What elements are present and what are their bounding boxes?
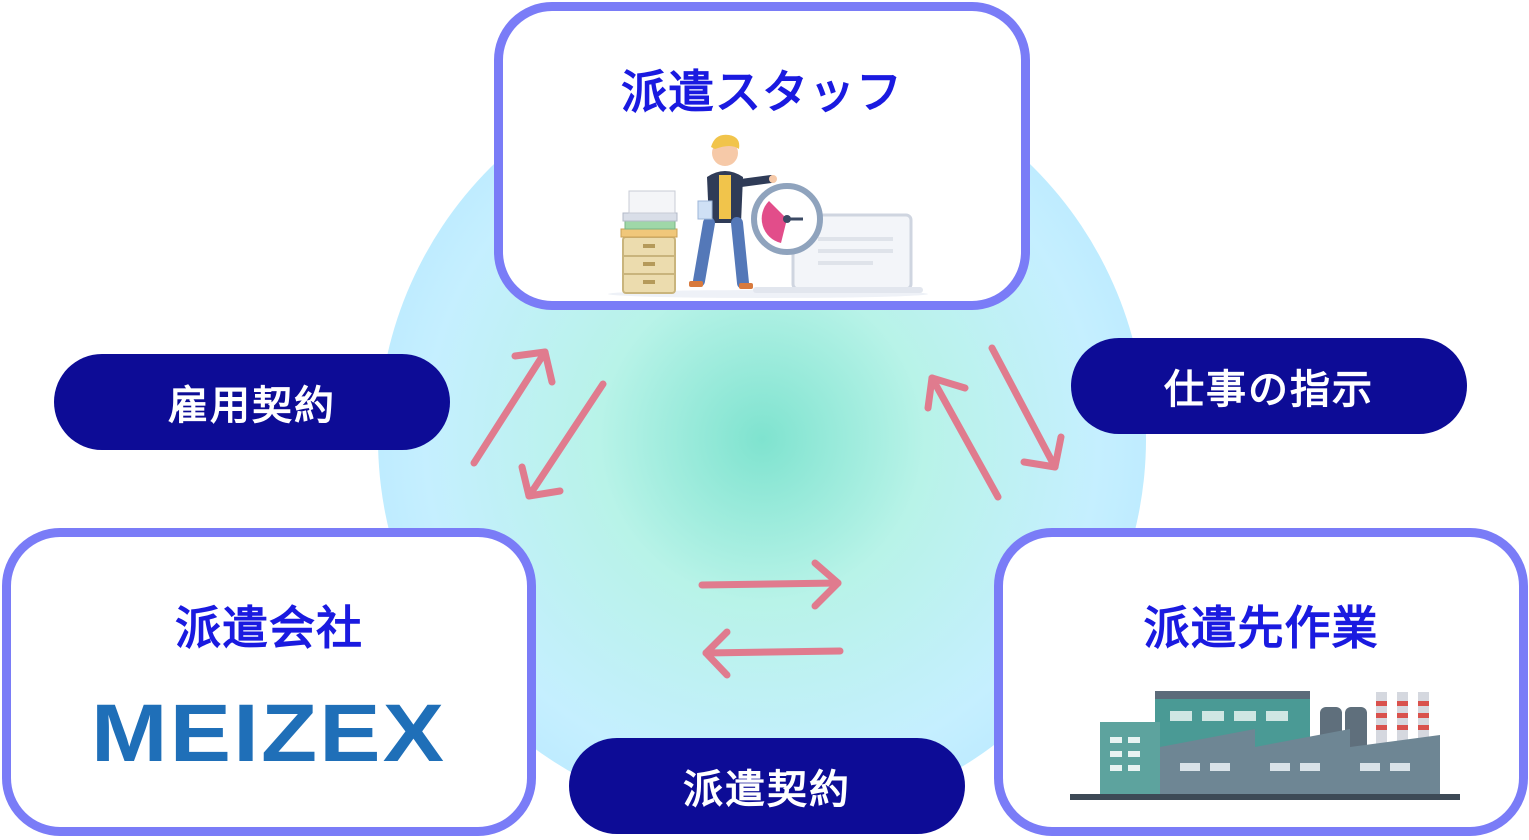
arrow-client-to-staff	[924, 374, 1002, 501]
client-title: 派遣先作業	[1143, 601, 1379, 655]
meizex-logo: MEIZEX	[91, 688, 447, 779]
client-card: 派遣先作業	[994, 528, 1528, 836]
arrow-agency-to-client	[698, 559, 842, 610]
agency-title: 派遣会社	[175, 601, 363, 655]
employment-contract-label: 雇用契約	[54, 354, 450, 450]
staff-card: 派遣スタッフ	[494, 2, 1030, 310]
arrow-staff-to-agency	[518, 380, 607, 500]
staff-illustration	[608, 134, 928, 298]
work-instruction-label: 仕事の指示	[1071, 338, 1467, 434]
staff-title: 派遣スタッフ	[621, 65, 903, 119]
factory-icon	[1070, 691, 1460, 800]
dispatch-contract-label: 派遣契約	[569, 738, 965, 834]
arrow-agency-to-staff	[470, 348, 556, 467]
arrow-staff-to-client	[988, 344, 1065, 471]
arrow-client-to-agency	[702, 628, 844, 679]
agency-card: 派遣会社 MEIZEX	[2, 528, 536, 836]
